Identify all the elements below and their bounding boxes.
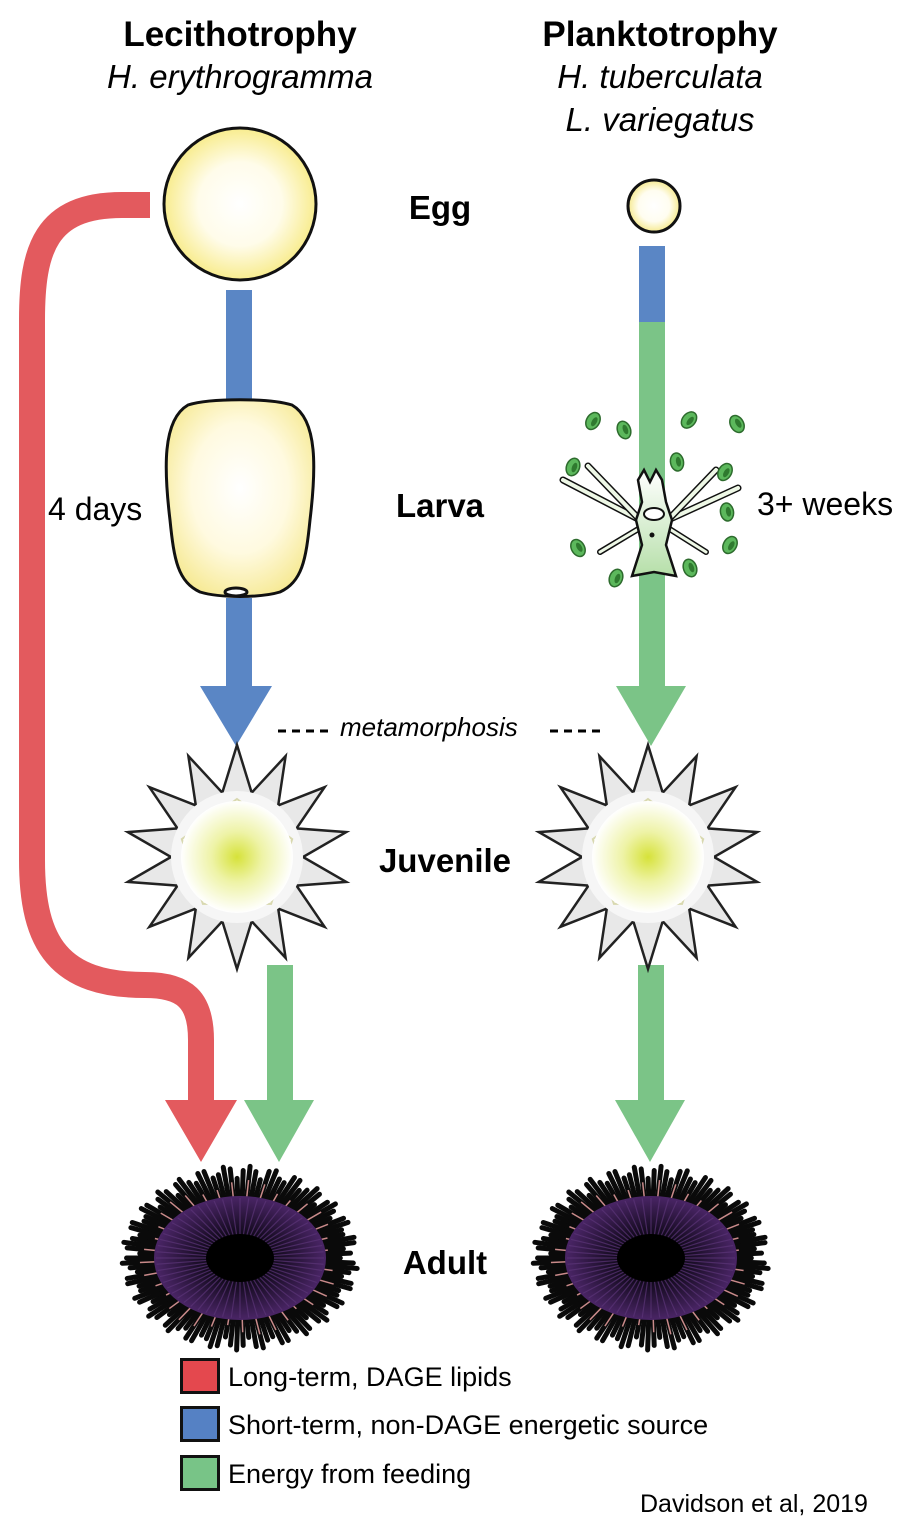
algae-cell <box>565 457 581 477</box>
lecithotrophic-larva <box>164 398 316 598</box>
left-blue-bar-larva-juvenile <box>226 598 252 686</box>
algae-cell <box>570 538 586 558</box>
left-juvenile <box>123 740 351 974</box>
pluteus-larva <box>559 462 742 578</box>
algae-cell <box>585 411 601 431</box>
right-juvenile <box>534 740 762 974</box>
legend-swatch-red <box>180 1358 220 1394</box>
algae-cell <box>682 558 698 578</box>
stage-label-egg: Egg <box>408 189 472 226</box>
left-blue-bar-egg-larva <box>226 290 252 400</box>
algae-cell <box>616 420 632 440</box>
right-species-2: L. variegatus <box>565 101 755 138</box>
legend-label-red: Long-term, DAGE lipids <box>228 1362 512 1392</box>
algae-cell <box>669 452 685 472</box>
small-egg <box>626 178 682 234</box>
right-strategy-title: Planktotrophy <box>542 15 778 54</box>
legend-swatch-green <box>180 1455 220 1491</box>
left-green-arrowhead <box>244 1100 314 1162</box>
algae-cell <box>729 414 745 434</box>
algae-particles <box>565 411 745 588</box>
citation: Davidson et al, 2019 <box>640 1490 868 1518</box>
stage-label-adult: Adult <box>402 1244 488 1281</box>
stage-label-larva: Larva <box>395 487 485 524</box>
red-flow-arrowhead <box>165 1100 237 1162</box>
left-blue-arrowhead <box>200 686 272 746</box>
algae-cell <box>719 502 735 522</box>
right-blue-bar <box>639 246 665 322</box>
right-duration: 3+ weeks <box>757 486 894 522</box>
left-green-bar <box>267 965 293 1101</box>
algae-cell <box>680 411 698 429</box>
right-green-arrowhead-1 <box>616 686 686 746</box>
large-egg <box>162 126 318 282</box>
algae-cell <box>608 568 624 588</box>
legend-swatch-blue <box>180 1406 220 1442</box>
right-green-arrowhead-2 <box>615 1100 685 1162</box>
right-adult <box>530 1163 771 1353</box>
algae-cell <box>717 462 733 482</box>
left-species-1: H. erythrogramma <box>107 58 373 95</box>
algae-cell <box>722 535 738 555</box>
metamorphosis-label: metamorphosis <box>340 712 518 742</box>
left-duration: 4 days <box>48 491 143 527</box>
legend-label-blue: Short-term, non-DAGE energetic source <box>228 1410 709 1440</box>
left-adult <box>119 1163 360 1353</box>
left-strategy-title: Lecithotrophy <box>123 15 357 54</box>
right-species-1: H. tuberculata <box>557 58 763 95</box>
right-green-bar-bottom <box>638 965 664 1101</box>
red-flow-curve <box>19 192 214 1100</box>
stage-label-juvenile: Juvenile <box>378 842 512 879</box>
legend-label-green: Energy from feeding <box>228 1459 472 1489</box>
